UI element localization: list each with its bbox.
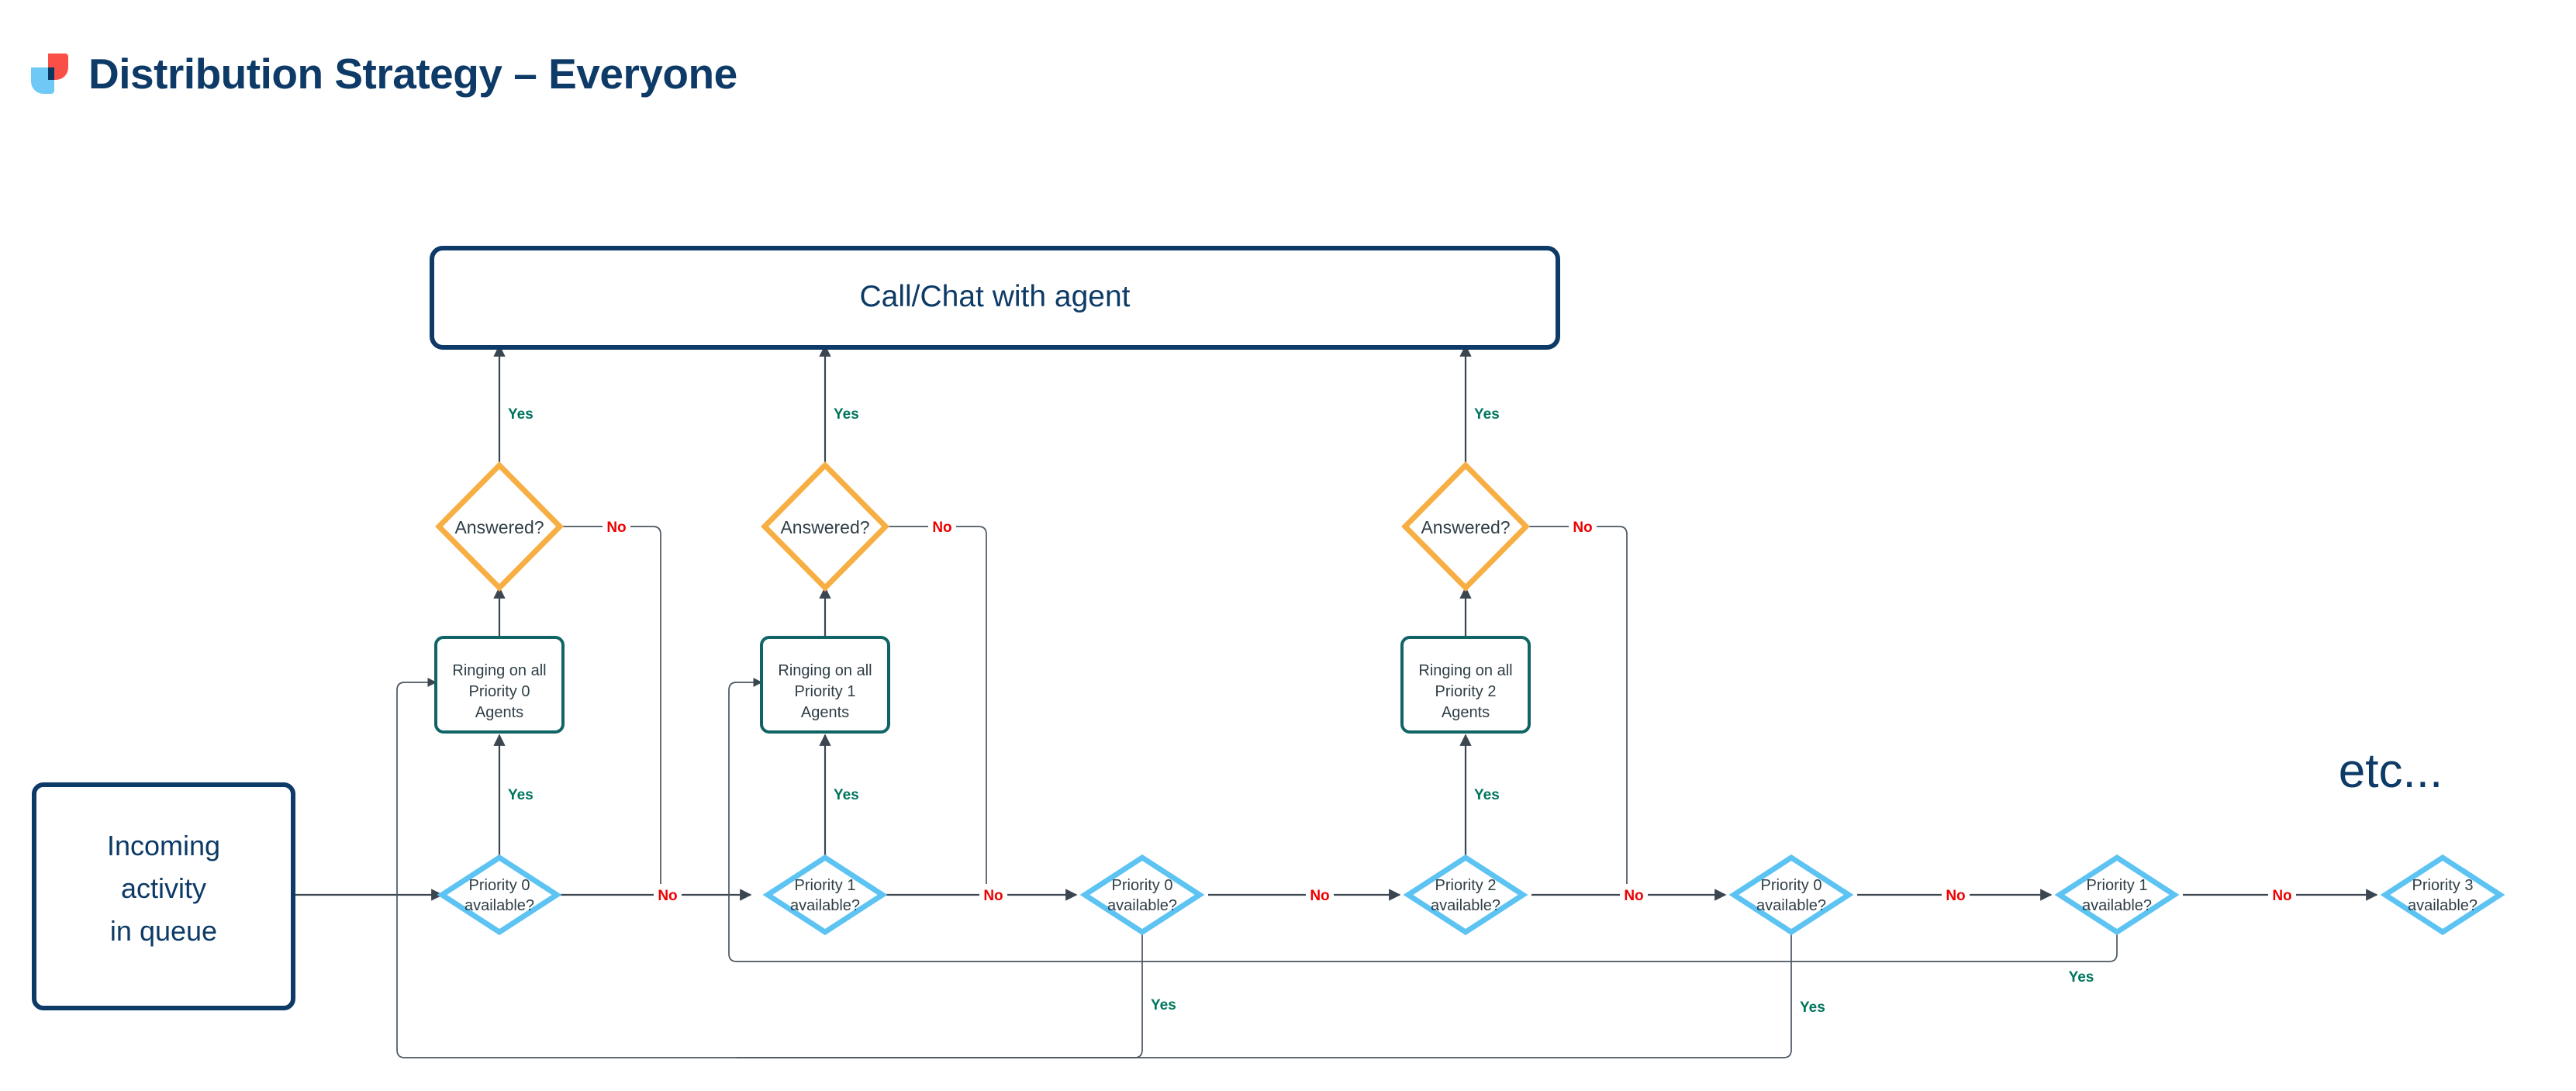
ring2-line-1: Ringing on all	[1418, 662, 1512, 679]
priority-1-available-2[interactable]: Priority 1 available?	[2054, 854, 2180, 936]
page-title: Distribution Strategy – Everyone	[88, 50, 737, 98]
priority-2-available-1[interactable]: Priority 2 available?	[1403, 854, 1528, 936]
page-header: Distribution Strategy – Everyone	[0, 0, 2576, 147]
p2a1-line-1: Priority 2	[1435, 877, 1497, 894]
p0a1-line-1: Priority 0	[469, 877, 530, 894]
ring1-line-1: Ringing on all	[778, 662, 872, 679]
p0a2-line-2: available?	[1107, 897, 1177, 914]
label-chain-no-6: No	[2272, 888, 2291, 904]
call-chat-with-agent[interactable]: Call/Chat with agent	[430, 246, 1560, 350]
answered-2-label: Answered?	[780, 517, 869, 537]
p3a1-line-1: Priority 3	[2412, 877, 2474, 894]
label-p1a1-yes: Yes	[834, 787, 859, 803]
ring1-line-3: Agents	[801, 704, 849, 721]
incoming-activity-in-queue[interactable]: Incoming activity in queue	[32, 782, 295, 1010]
priority-1-available-1[interactable]: Priority 1 available?	[762, 854, 888, 936]
p0a3-line-1: Priority 0	[1761, 877, 1822, 894]
p0a2-line-1: Priority 0	[1112, 877, 1173, 894]
priority-0-available-1[interactable]: Priority 0 available?	[437, 854, 562, 936]
label-p0a1-yes: Yes	[508, 787, 534, 803]
label-chain-no-2: No	[983, 888, 1003, 904]
answered-1-label: Answered?	[454, 517, 544, 537]
start-label-line-1: Incoming	[107, 830, 220, 861]
ringing-priority-0-agents[interactable]: Ringing on all Priority 0 Agents	[434, 636, 565, 734]
p0a3-line-2: available?	[1756, 897, 1826, 914]
call-chat-with-agent-label: Call/Chat with agent	[859, 280, 1130, 313]
answered-3-label: Answered?	[1421, 517, 1510, 537]
start-label-line-2: activity	[121, 872, 206, 904]
label-answered1-no: No	[606, 520, 626, 536]
priority-3-available-1[interactable]: Priority 3 available?	[2380, 854, 2505, 936]
label-p2a1-yes: Yes	[1474, 787, 1500, 803]
ringing-priority-2-agents[interactable]: Ringing on all Priority 2 Agents	[1400, 636, 1531, 734]
label-chain-no-3: No	[1310, 888, 1329, 904]
answered-decision-3[interactable]: Answered?	[1401, 461, 1530, 592]
start-label-line-3: in queue	[110, 915, 217, 947]
ring0-line-3: Agents	[475, 704, 523, 721]
priority-0-available-2[interactable]: Priority 0 available?	[1079, 854, 1205, 936]
edge-p0a2-yes-loopback-ring0	[396, 678, 1143, 1058]
answered-decision-2[interactable]: Answered?	[761, 461, 889, 592]
p1a1-line-2: available?	[790, 897, 860, 914]
ringing-priority-1-agents[interactable]: Ringing on all Priority 1 Agents	[760, 636, 890, 734]
p0a1-line-2: available?	[464, 897, 534, 914]
label-p1a2-yes-down: Yes	[2069, 969, 2094, 986]
label-chain-no-5: No	[1946, 888, 1965, 904]
label-p0a2-yes-down: Yes	[1151, 997, 1176, 1013]
edge-p0a3-yes-bottom-run	[737, 932, 1792, 1058]
ring0-line-2: Priority 0	[469, 683, 530, 700]
ring0-line-1: Ringing on all	[452, 662, 546, 679]
priority-0-available-3[interactable]: Priority 0 available?	[1728, 854, 1854, 936]
p1a2-line-1: Priority 1	[2087, 877, 2148, 894]
label-p0a3-yes-down: Yes	[1800, 1000, 1825, 1016]
p1a1-line-1: Priority 1	[795, 877, 856, 894]
label-chain-no-4: No	[1624, 888, 1643, 904]
ring2-line-3: Agents	[1442, 704, 1490, 721]
answered-decision-1[interactable]: Answered?	[435, 461, 564, 592]
brand-logo-icon	[31, 54, 68, 94]
ring2-line-2: Priority 2	[1435, 683, 1497, 700]
p3a1-line-2: available?	[2408, 897, 2478, 914]
edge-answered3-no	[1526, 526, 1628, 895]
etc-ellipsis: etc...	[2339, 744, 2443, 798]
label-answered2-no: No	[932, 520, 951, 536]
label-answered3-yes: Yes	[1474, 406, 1500, 423]
p1a2-line-2: available?	[2082, 897, 2152, 914]
label-answered2-yes: Yes	[834, 406, 859, 423]
label-answered1-yes: Yes	[508, 406, 534, 423]
edge-answered2-no	[886, 526, 987, 895]
label-chain-no-1: No	[658, 888, 677, 904]
label-answered3-no: No	[1573, 520, 1592, 536]
edge-p1a2-yes-loopback-ring1	[728, 678, 2118, 962]
edge-answered1-no	[560, 526, 661, 895]
edge-label-layer: Yes Yes Yes No No No Yes Yes Yes Yes Yes…	[508, 406, 2296, 1016]
edge-layer	[293, 344, 2378, 1058]
ring1-line-2: Priority 1	[795, 683, 856, 700]
logo-navy-shape	[48, 67, 54, 80]
p2a1-line-2: available?	[1431, 897, 1500, 914]
